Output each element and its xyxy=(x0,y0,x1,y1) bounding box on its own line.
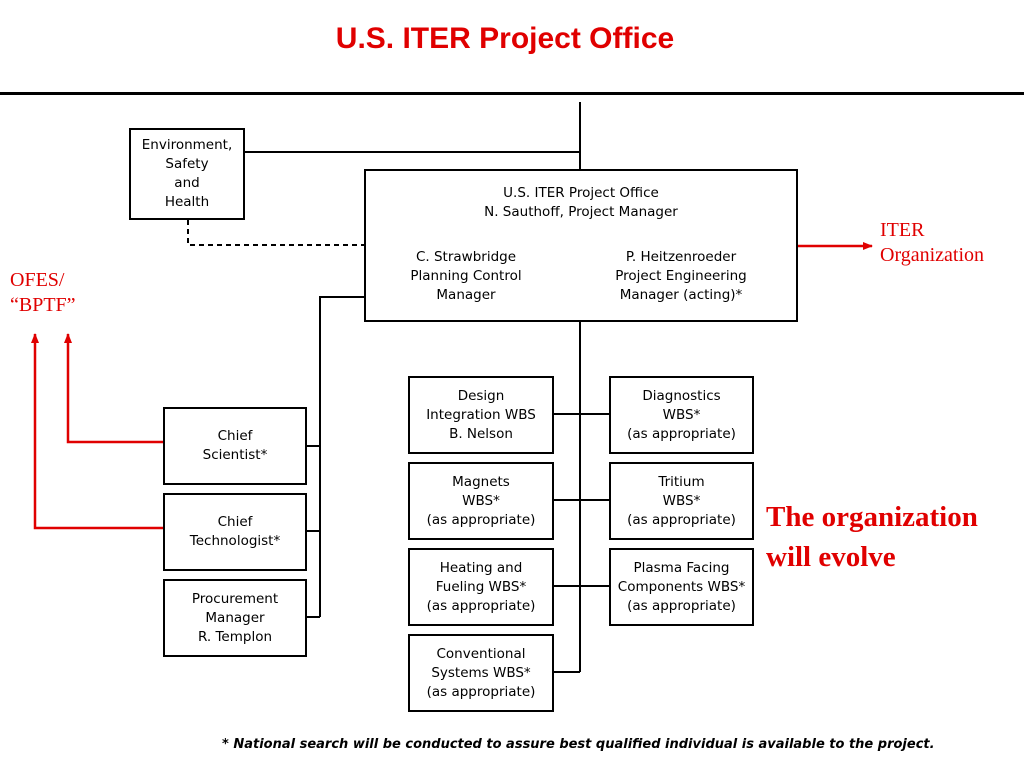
title-divider xyxy=(0,92,1024,95)
wbs-line: B. Nelson xyxy=(449,425,513,442)
evolve-line: will evolve xyxy=(766,541,896,573)
staff-bus-line xyxy=(319,296,364,617)
wbs-line: WBS* xyxy=(662,492,701,509)
technologist-arrow xyxy=(31,333,163,530)
wbs-line: (as appropriate) xyxy=(627,425,736,442)
esh-line: Safety xyxy=(165,156,209,172)
wbs-line: Conventional xyxy=(436,645,526,662)
staff-line: Chief xyxy=(217,428,253,444)
staff-line: Chief xyxy=(217,514,253,530)
pem-line: P. Heitzenroeder xyxy=(625,249,737,265)
esh-line: and xyxy=(174,175,200,191)
tritium-wbs-box: Tritium WBS* (as appropriate) xyxy=(609,462,754,540)
iter-org-line: Organization xyxy=(880,244,985,266)
page-title: U.S. ITER Project Office xyxy=(335,22,675,55)
project-office-box: U.S. ITER Project Office N. Sauthoff, Pr… xyxy=(364,169,798,322)
planning-control-manager: C. Strawbridge Planning Control Manager xyxy=(366,248,566,305)
iter-org-line: ITER xyxy=(880,219,925,241)
wbs-line: Integration WBS xyxy=(426,406,536,423)
ofes-line: “BPTF” xyxy=(10,294,76,316)
pem-line: Project Engineering xyxy=(615,268,747,284)
pcm-line: C. Strawbridge xyxy=(415,249,517,265)
project-engineering-manager: P. Heitzenroeder Project Engineering Man… xyxy=(566,248,796,305)
pcm-line: Planning Control xyxy=(410,268,522,284)
evolve-line: The organization xyxy=(766,501,978,533)
pem-line: Manager (acting)* xyxy=(619,287,743,303)
wbs-line: Components WBS* xyxy=(617,578,746,595)
project-office-name: U.S. ITER Project Office xyxy=(503,185,659,201)
plasma-facing-wbs-box: Plasma Facing Components WBS* (as approp… xyxy=(609,548,754,626)
ofes-bptf-label: OFES/ “BPTF” xyxy=(10,268,76,318)
wbs-line: (as appropriate) xyxy=(627,511,736,528)
design-integration-wbs-box: Design Integration WBS B. Nelson xyxy=(408,376,554,454)
staff-line: Technologist* xyxy=(189,533,281,549)
wbs-line: Design xyxy=(457,387,505,404)
magnets-wbs-box: Magnets WBS* (as appropriate) xyxy=(408,462,554,540)
footnote: * National search will be conducted to a… xyxy=(222,737,935,752)
wbs-line: Magnets xyxy=(452,473,510,490)
wbs-line: (as appropriate) xyxy=(426,597,536,614)
wbs-line: (as appropriate) xyxy=(426,511,536,528)
heating-fueling-wbs-box: Heating and Fueling WBS* (as appropriate… xyxy=(408,548,554,626)
staff-line: Manager xyxy=(205,609,265,626)
staff-line: Scientist* xyxy=(202,447,268,463)
wbs-line: Diagnostics xyxy=(642,387,721,404)
wbs-line: WBS* xyxy=(662,406,701,423)
wbs-line: Plasma Facing xyxy=(633,559,730,576)
ofes-line: OFES/ xyxy=(10,269,65,291)
wbs-line: (as appropriate) xyxy=(627,597,736,614)
esh-line: Health xyxy=(164,194,210,210)
iter-organization-label: ITER Organization xyxy=(880,218,984,268)
chief-scientist-box: Chief Scientist* xyxy=(163,407,307,485)
wbs-line: Systems WBS* xyxy=(431,664,531,681)
wbs-line: Tritium xyxy=(658,473,705,490)
project-manager: N. Sauthoff, Project Manager xyxy=(484,204,678,220)
pcm-line: Manager xyxy=(436,287,496,303)
scientist-arrow xyxy=(64,333,163,444)
procurement-manager-box: Procurement Manager R. Templon xyxy=(163,579,307,657)
esh-line: Environment, xyxy=(141,137,233,153)
esh-dashed-connector xyxy=(187,220,364,246)
esh-box: Environment, Safety and Health xyxy=(129,128,245,220)
diagnostics-wbs-box: Diagnostics WBS* (as appropriate) xyxy=(609,376,754,454)
wbs-line: WBS* xyxy=(462,492,500,509)
wbs-line: (as appropriate) xyxy=(426,683,536,700)
project-office-header: U.S. ITER Project Office N. Sauthoff, Pr… xyxy=(366,184,796,222)
staff-line: Procurement xyxy=(191,590,279,607)
conventional-systems-wbs-box: Conventional Systems WBS* (as appropriat… xyxy=(408,634,554,712)
staff-line: R. Templon xyxy=(197,628,273,645)
wbs-line: Heating and xyxy=(439,559,523,576)
wbs-line: Fueling WBS* xyxy=(435,578,527,595)
chief-technologist-box: Chief Technologist* xyxy=(163,493,307,571)
evolve-note: The organization will evolve xyxy=(766,497,978,577)
